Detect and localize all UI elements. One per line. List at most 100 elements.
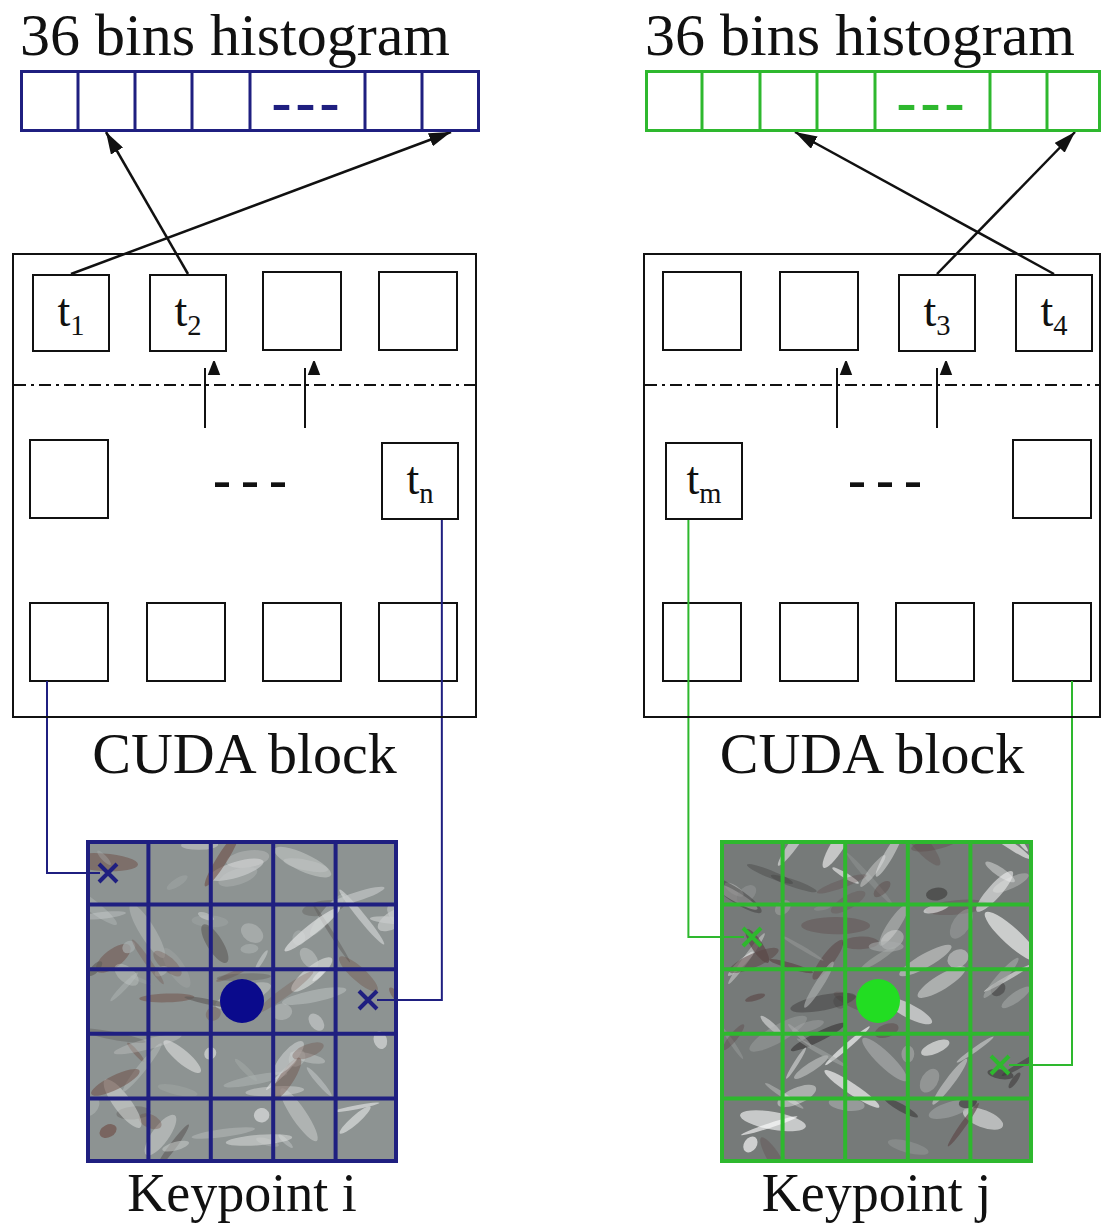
photo-texture: [828, 886, 869, 917]
photo-texture: [980, 955, 1021, 1001]
histogram-divider: [249, 71, 252, 131]
photo-texture: [370, 915, 398, 926]
histogram-divider: [77, 71, 80, 131]
thread-box: [30, 440, 108, 518]
thread-box: [896, 603, 974, 681]
photo-texture: [945, 905, 978, 942]
photo-texture: [225, 1132, 292, 1148]
thread-box: t1: [32, 274, 110, 352]
photo-texture: [305, 1066, 334, 1098]
thread-label: t1: [57, 285, 84, 342]
photo-texture: [86, 910, 126, 922]
sync-arrow: [304, 368, 306, 428]
photo-texture: [955, 1035, 995, 1065]
patch-grid: [720, 1032, 1033, 1036]
ellipsis: ---: [250, 73, 365, 129]
photo-texture: [720, 1022, 747, 1053]
thread-label: tn: [406, 453, 433, 510]
photo-texture: [161, 1138, 190, 1153]
thread-box: [780, 603, 858, 681]
sample-mark: [359, 991, 377, 1009]
thread-box: tn: [381, 442, 459, 520]
histogram-divider: [421, 71, 424, 131]
thread-box: [780, 272, 858, 350]
photo-texture: [872, 840, 905, 879]
patch-grid: [720, 840, 1033, 1163]
patch-grid: [271, 840, 275, 1163]
histogram: 36 bins histogram---: [645, 70, 1101, 132]
photo-texture: [337, 1103, 373, 1136]
photo-texture: [271, 841, 335, 883]
thread-box: [379, 603, 457, 681]
histogram-divider: [364, 71, 367, 131]
patch-grid: [86, 903, 398, 907]
keypoint-photo: [720, 840, 1033, 1163]
block-label: CUDA block: [12, 722, 477, 786]
patch-grid: [720, 1096, 1033, 1100]
ellipsis: ---: [840, 450, 940, 510]
photo-texture: [784, 1046, 807, 1079]
sample-mark: [743, 928, 761, 946]
patch-grid: [209, 840, 213, 1163]
patch-grid: [781, 840, 785, 1163]
patch-grid: [843, 840, 847, 1163]
keypoint-patch: Keypoint i: [86, 840, 398, 1163]
keypoint-label: Keypoint j: [720, 1165, 1033, 1221]
photo-texture: [894, 840, 946, 870]
sync-arrow: [205, 368, 937, 428]
histogram-title: 36 bins histogram: [645, 3, 1075, 67]
sync-arrow: [936, 368, 938, 428]
photo-texture: [1000, 1047, 1033, 1078]
photo-texture: [97, 1121, 119, 1140]
histogram-divider: [874, 71, 877, 131]
thread-box: [663, 603, 741, 681]
photo-texture: [720, 872, 765, 918]
photo-texture: [290, 1039, 326, 1063]
photo-texture: [739, 1106, 808, 1135]
photo-texture: [153, 1123, 191, 1163]
keypoint-center: [220, 979, 264, 1023]
histogram-divider: [134, 71, 137, 131]
thread-label: t4: [1040, 285, 1067, 342]
thread-box: t3: [898, 274, 976, 352]
histogram-title: 36 bins histogram: [20, 3, 450, 67]
keypoint-center: [856, 979, 900, 1023]
photo-texture: [916, 1065, 944, 1096]
thread-box: [663, 272, 741, 350]
thread-label: t3: [923, 285, 950, 342]
sample-link: [398, 520, 442, 1000]
photo-texture: [165, 873, 190, 893]
photo-texture: [871, 878, 893, 900]
histogram-divider: [702, 71, 1047, 131]
patch-grid: [334, 840, 338, 1163]
photo-texture: [203, 1004, 223, 1024]
photo-texture: [742, 926, 773, 966]
histogram-divider: [701, 71, 704, 131]
photo-texture: [334, 1101, 380, 1114]
histogram-divider: [191, 71, 194, 131]
thread-box: [147, 603, 225, 681]
patch-grid: [968, 840, 972, 1163]
thread-label: t2: [174, 285, 201, 342]
cuda-block: CUDA block---t1t2tn: [12, 253, 477, 718]
patch-grid: [906, 840, 910, 1163]
photo-texture: [980, 906, 1033, 967]
photo-texture: [111, 959, 143, 989]
photo-texture: [925, 886, 948, 901]
photo-ground: [720, 840, 1033, 1163]
thread-box: [30, 603, 108, 681]
thread-box: [263, 603, 341, 681]
histogram: 36 bins histogram---: [20, 70, 480, 132]
photo-texture: [216, 863, 260, 891]
sample-mark: [991, 1056, 1009, 1074]
histogram-divider: [759, 71, 762, 131]
photo-texture: [946, 1101, 981, 1148]
photo-texture: [740, 1134, 760, 1155]
thread-box: t4: [1015, 274, 1093, 352]
patch-grid: [86, 1032, 398, 1036]
photo-texture: [756, 1134, 795, 1163]
photo-texture: [919, 1036, 952, 1059]
photo-texture: [305, 1011, 327, 1034]
cuda-block: CUDA block---t3t4tm: [643, 253, 1101, 718]
